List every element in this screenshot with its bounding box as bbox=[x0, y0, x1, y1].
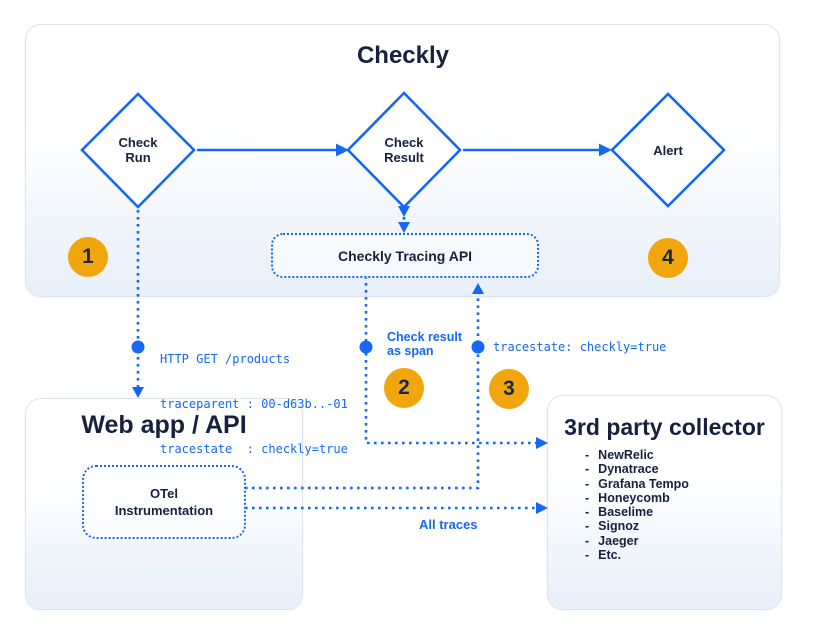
list-item: Dynatrace bbox=[585, 462, 689, 476]
list-item: Etc. bbox=[585, 548, 689, 562]
collector-panel-title: 3rd party collector bbox=[564, 414, 765, 440]
dot-tracestate bbox=[471, 340, 485, 354]
tracing-api-label: Checkly Tracing API bbox=[337, 247, 473, 264]
list-item: Grafana Tempo bbox=[585, 477, 689, 491]
tracestate-note: tracestate: checkly=true bbox=[493, 340, 667, 354]
collector-vendor-list: NewRelic Dynatrace Grafana Tempo Honeyco… bbox=[585, 448, 689, 562]
list-item: Jaeger bbox=[585, 534, 689, 548]
step-badge-4: 4 bbox=[648, 238, 688, 278]
list-item: Honeycomb bbox=[585, 491, 689, 505]
check-result-label: Check Result bbox=[384, 135, 424, 165]
checkly-panel-title: Checkly bbox=[356, 42, 450, 69]
step-badge-2: 2 bbox=[384, 368, 424, 408]
web-app-panel-title: Web app / API bbox=[81, 411, 247, 439]
list-item: NewRelic bbox=[585, 448, 689, 462]
otel-label: OTel Instrumentation bbox=[114, 486, 214, 518]
http-request-note: HTTP GET /products traceparent : 00-d63b… bbox=[160, 352, 348, 456]
check-run-label: Check Run bbox=[118, 135, 158, 165]
alert-label: Alert bbox=[653, 143, 683, 158]
check-result-span-note: Check result as span bbox=[387, 330, 463, 358]
step-badge-3: 3 bbox=[489, 369, 529, 409]
dot-check-result-span bbox=[359, 340, 373, 354]
all-traces-label: All traces bbox=[419, 517, 478, 532]
step-badge-1: 1 bbox=[68, 237, 108, 277]
otel-instrumentation-box: OTel Instrumentation bbox=[82, 465, 246, 539]
dot-http-request bbox=[131, 340, 145, 354]
tracing-api-box: Checkly Tracing API bbox=[271, 233, 539, 278]
list-item: Signoz bbox=[585, 519, 689, 533]
list-item: Baselime bbox=[585, 505, 689, 519]
dotted-tracing-to-collector bbox=[364, 276, 536, 445]
arrowhead-run-to-webapp bbox=[132, 387, 144, 398]
